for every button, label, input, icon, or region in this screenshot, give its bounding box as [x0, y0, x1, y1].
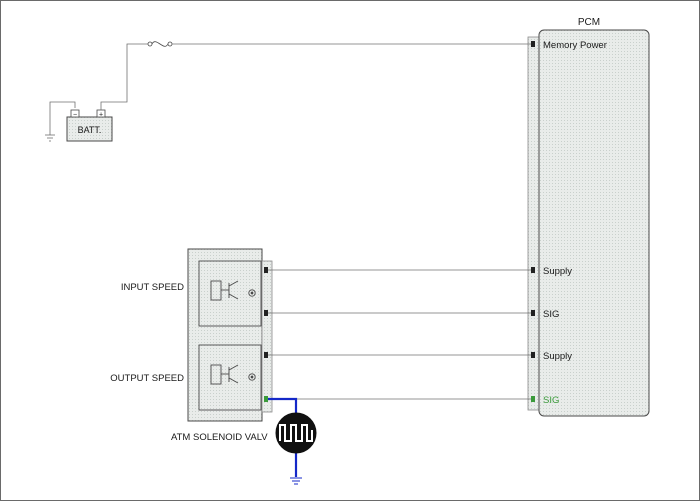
- sensor-module-body: [187, 248, 263, 422]
- pcm-pin-sig-2: [531, 396, 535, 402]
- pcm-pin-label-sig-2: SIG: [543, 395, 559, 406]
- pcm-pin-memory-power: [531, 41, 535, 47]
- output-speed-label: OUTPUT SPEED: [110, 373, 184, 384]
- fuse-icon: [147, 41, 173, 47]
- input-speed-transistor-icon: [210, 280, 256, 301]
- battery-label: BATT.: [78, 125, 102, 135]
- pcm-pin-label-sig-1: SIG: [543, 309, 559, 320]
- pcm-pin-label-supply-2: Supply: [543, 351, 572, 362]
- pcm-pin-supply-1: [531, 267, 535, 273]
- output-speed-sensor-box: [198, 344, 262, 411]
- memory-power-wire-a: [100, 43, 148, 110]
- atm-solenoid-valve: ATM SOLENOID VALV: [171, 397, 317, 485]
- input-speed-label: INPUT SPEED: [121, 282, 184, 293]
- pcm-module: PCM Memory Power Supply SIG Supply SIG: [527, 17, 650, 417]
- output-speed-transistor-icon: [210, 364, 256, 385]
- battery-body: [66, 116, 113, 142]
- pcm-body: [538, 29, 650, 417]
- pcm-pin-sig-1: [531, 310, 535, 316]
- sensor-pin-2: [264, 310, 268, 316]
- battery-ground-wire: [49, 101, 76, 135]
- solenoid-highlight-wire: [268, 397, 298, 413]
- solenoid-label: ATM SOLENOID VALV: [171, 432, 268, 443]
- pcm-title: PCM: [578, 17, 600, 28]
- sensor-pin-3: [264, 352, 268, 358]
- ground-icon: [45, 134, 55, 142]
- solenoid-square-wave: [279, 424, 313, 442]
- battery-pos-symbol: +: [99, 112, 103, 119]
- signal-wires: [268, 269, 531, 400]
- battery-terminal-neg: [70, 109, 80, 118]
- speed-sensor-module: INPUT SPEED OUTPUT SPEED: [110, 248, 273, 422]
- pcm-pin-supply-2: [531, 352, 535, 358]
- input-speed-sensor-box: [198, 260, 262, 327]
- battery-neg-symbol: −: [73, 112, 77, 119]
- sensor-pin-1: [264, 267, 268, 273]
- sensor-connector-strip: [261, 260, 273, 413]
- battery-circuit: − + BATT.: [45, 41, 531, 142]
- solenoid-ground-icon: [290, 477, 302, 485]
- pcm-pin-label-supply-1: Supply: [543, 266, 572, 277]
- sensor-pin-4: [264, 396, 268, 402]
- pcm-pin-label-memory-power: Memory Power: [543, 40, 607, 51]
